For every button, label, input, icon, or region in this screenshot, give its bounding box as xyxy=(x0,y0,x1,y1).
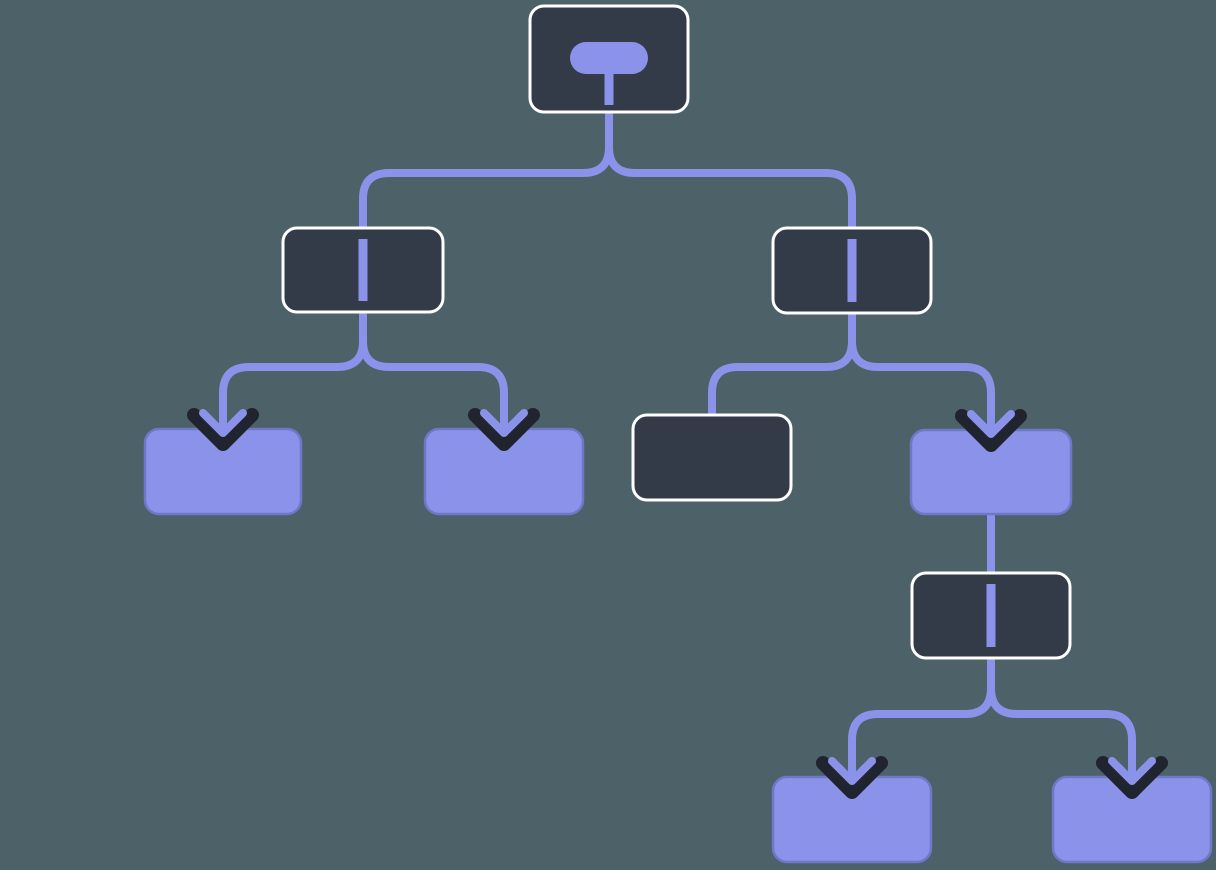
chevron-down-icon xyxy=(1096,751,1168,799)
chevron-down-icon xyxy=(187,403,259,451)
pass-through-line xyxy=(986,584,996,647)
pass-through-line xyxy=(847,239,857,302)
tree-node-root[interactable] xyxy=(528,4,690,114)
tree-node-branch-bottom[interactable] xyxy=(910,571,1072,660)
tree-node-branch-left[interactable] xyxy=(281,226,445,314)
node-body-dark[interactable] xyxy=(631,413,793,502)
tree-connector xyxy=(987,658,1136,759)
connector-layer xyxy=(219,112,1136,759)
node-layer xyxy=(143,4,1213,864)
arrow-layer xyxy=(187,403,1168,799)
pass-through-line xyxy=(358,239,368,301)
chevron-down-icon xyxy=(468,403,540,451)
chevron-down-icon xyxy=(955,404,1027,452)
tree-connector xyxy=(359,312,508,411)
tree-node-branch-right[interactable] xyxy=(771,226,933,315)
tree-connector xyxy=(605,112,856,232)
tree-node-side-dark-leaf[interactable] xyxy=(631,413,793,502)
chevron-down-icon xyxy=(816,751,888,799)
tree-connector xyxy=(848,313,995,412)
root-pill-icon xyxy=(570,42,648,105)
